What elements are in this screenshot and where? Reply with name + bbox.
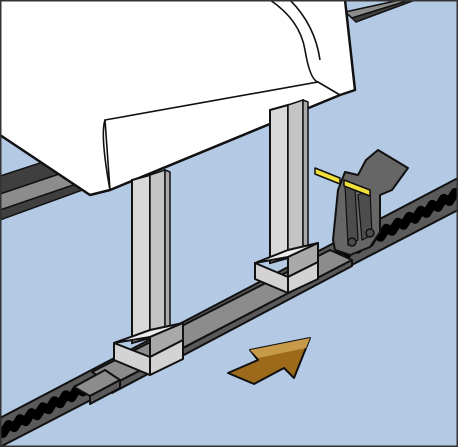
illustration-frame bbox=[0, 0, 458, 447]
installation-diagram bbox=[0, 0, 458, 447]
